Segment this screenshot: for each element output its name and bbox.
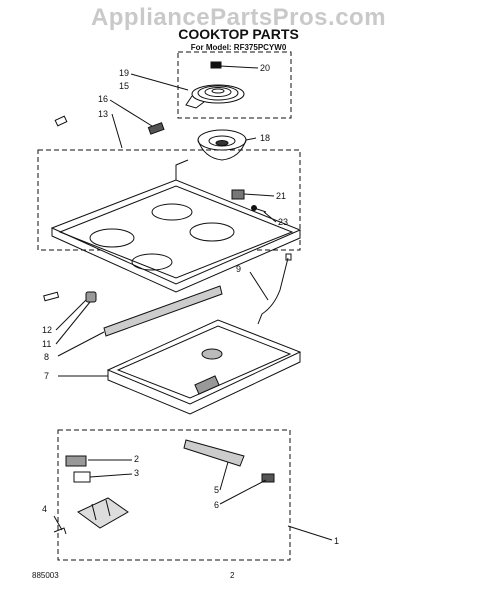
callout-5: 5 xyxy=(214,485,219,495)
bottom-tray xyxy=(106,319,302,415)
callout-4: 4 xyxy=(42,504,47,514)
callout-1: 1 xyxy=(334,536,339,546)
terminal-block xyxy=(54,115,165,135)
wire-harness xyxy=(257,253,292,325)
callout-18: 18 xyxy=(260,133,270,143)
callout-13: 13 xyxy=(98,109,108,119)
callout-21: 21 xyxy=(276,191,286,201)
burner-group-box xyxy=(177,51,292,119)
callout-11: 11 xyxy=(42,339,51,349)
callout-2: 2 xyxy=(134,454,139,464)
callout-8: 8 xyxy=(44,352,49,362)
model-line: For Model: RF375PCYW0 xyxy=(190,43,287,52)
callout-3: 3 xyxy=(134,468,139,478)
callout-labels: 20 19 15 16 13 18 21 23 9 12 11 8 7 2 3 … xyxy=(42,63,339,546)
callout-9: 9 xyxy=(236,264,241,274)
callout-20: 20 xyxy=(260,63,270,73)
callout-16: 16 xyxy=(98,94,108,104)
surface-switch xyxy=(231,189,267,213)
control-group-box xyxy=(57,429,291,561)
surface-element xyxy=(185,61,245,109)
cooktop xyxy=(50,159,302,293)
page-number: 2 xyxy=(230,571,235,580)
callout-12: 12 xyxy=(42,325,52,335)
doc-number: 885003 xyxy=(32,571,59,580)
callout-6: 6 xyxy=(214,500,219,510)
control-parts xyxy=(53,439,275,535)
drip-bowl xyxy=(197,129,247,161)
callout-19: 19 xyxy=(119,68,129,78)
watermark: AppliancePartsPros.com xyxy=(90,4,387,31)
leader-lines xyxy=(53,65,333,541)
callout-15: 15 xyxy=(119,81,129,91)
page-title: COOKTOP PARTS xyxy=(178,26,299,42)
receptacle-parts xyxy=(43,291,97,303)
callout-7: 7 xyxy=(44,371,49,381)
callout-23: 23 xyxy=(278,217,288,227)
trim-strip xyxy=(103,285,223,337)
